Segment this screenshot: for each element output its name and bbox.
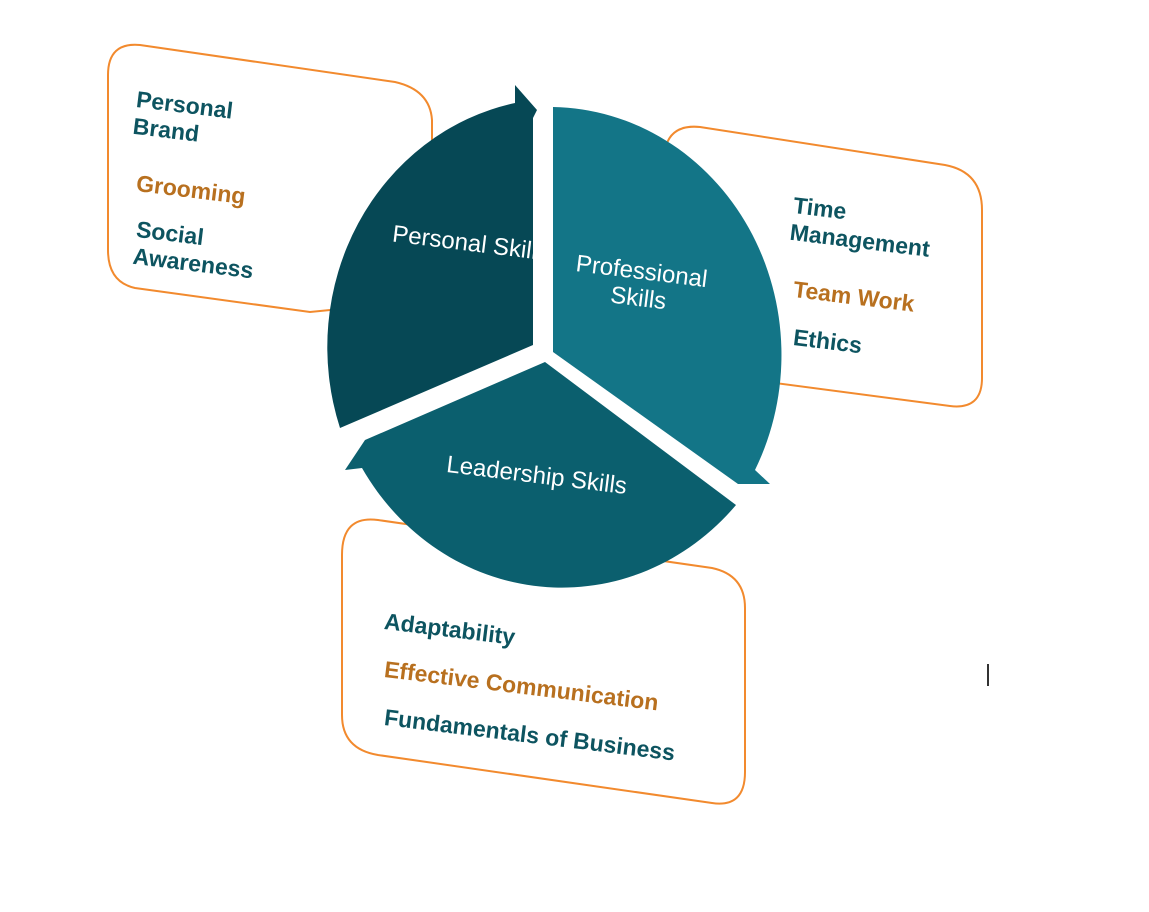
leadership-box <box>341 518 746 805</box>
text-cursor <box>987 664 989 686</box>
personal-segment <box>327 85 537 428</box>
professional-segment <box>553 107 782 484</box>
professional-box <box>663 125 983 408</box>
leadership-segment <box>345 362 736 588</box>
